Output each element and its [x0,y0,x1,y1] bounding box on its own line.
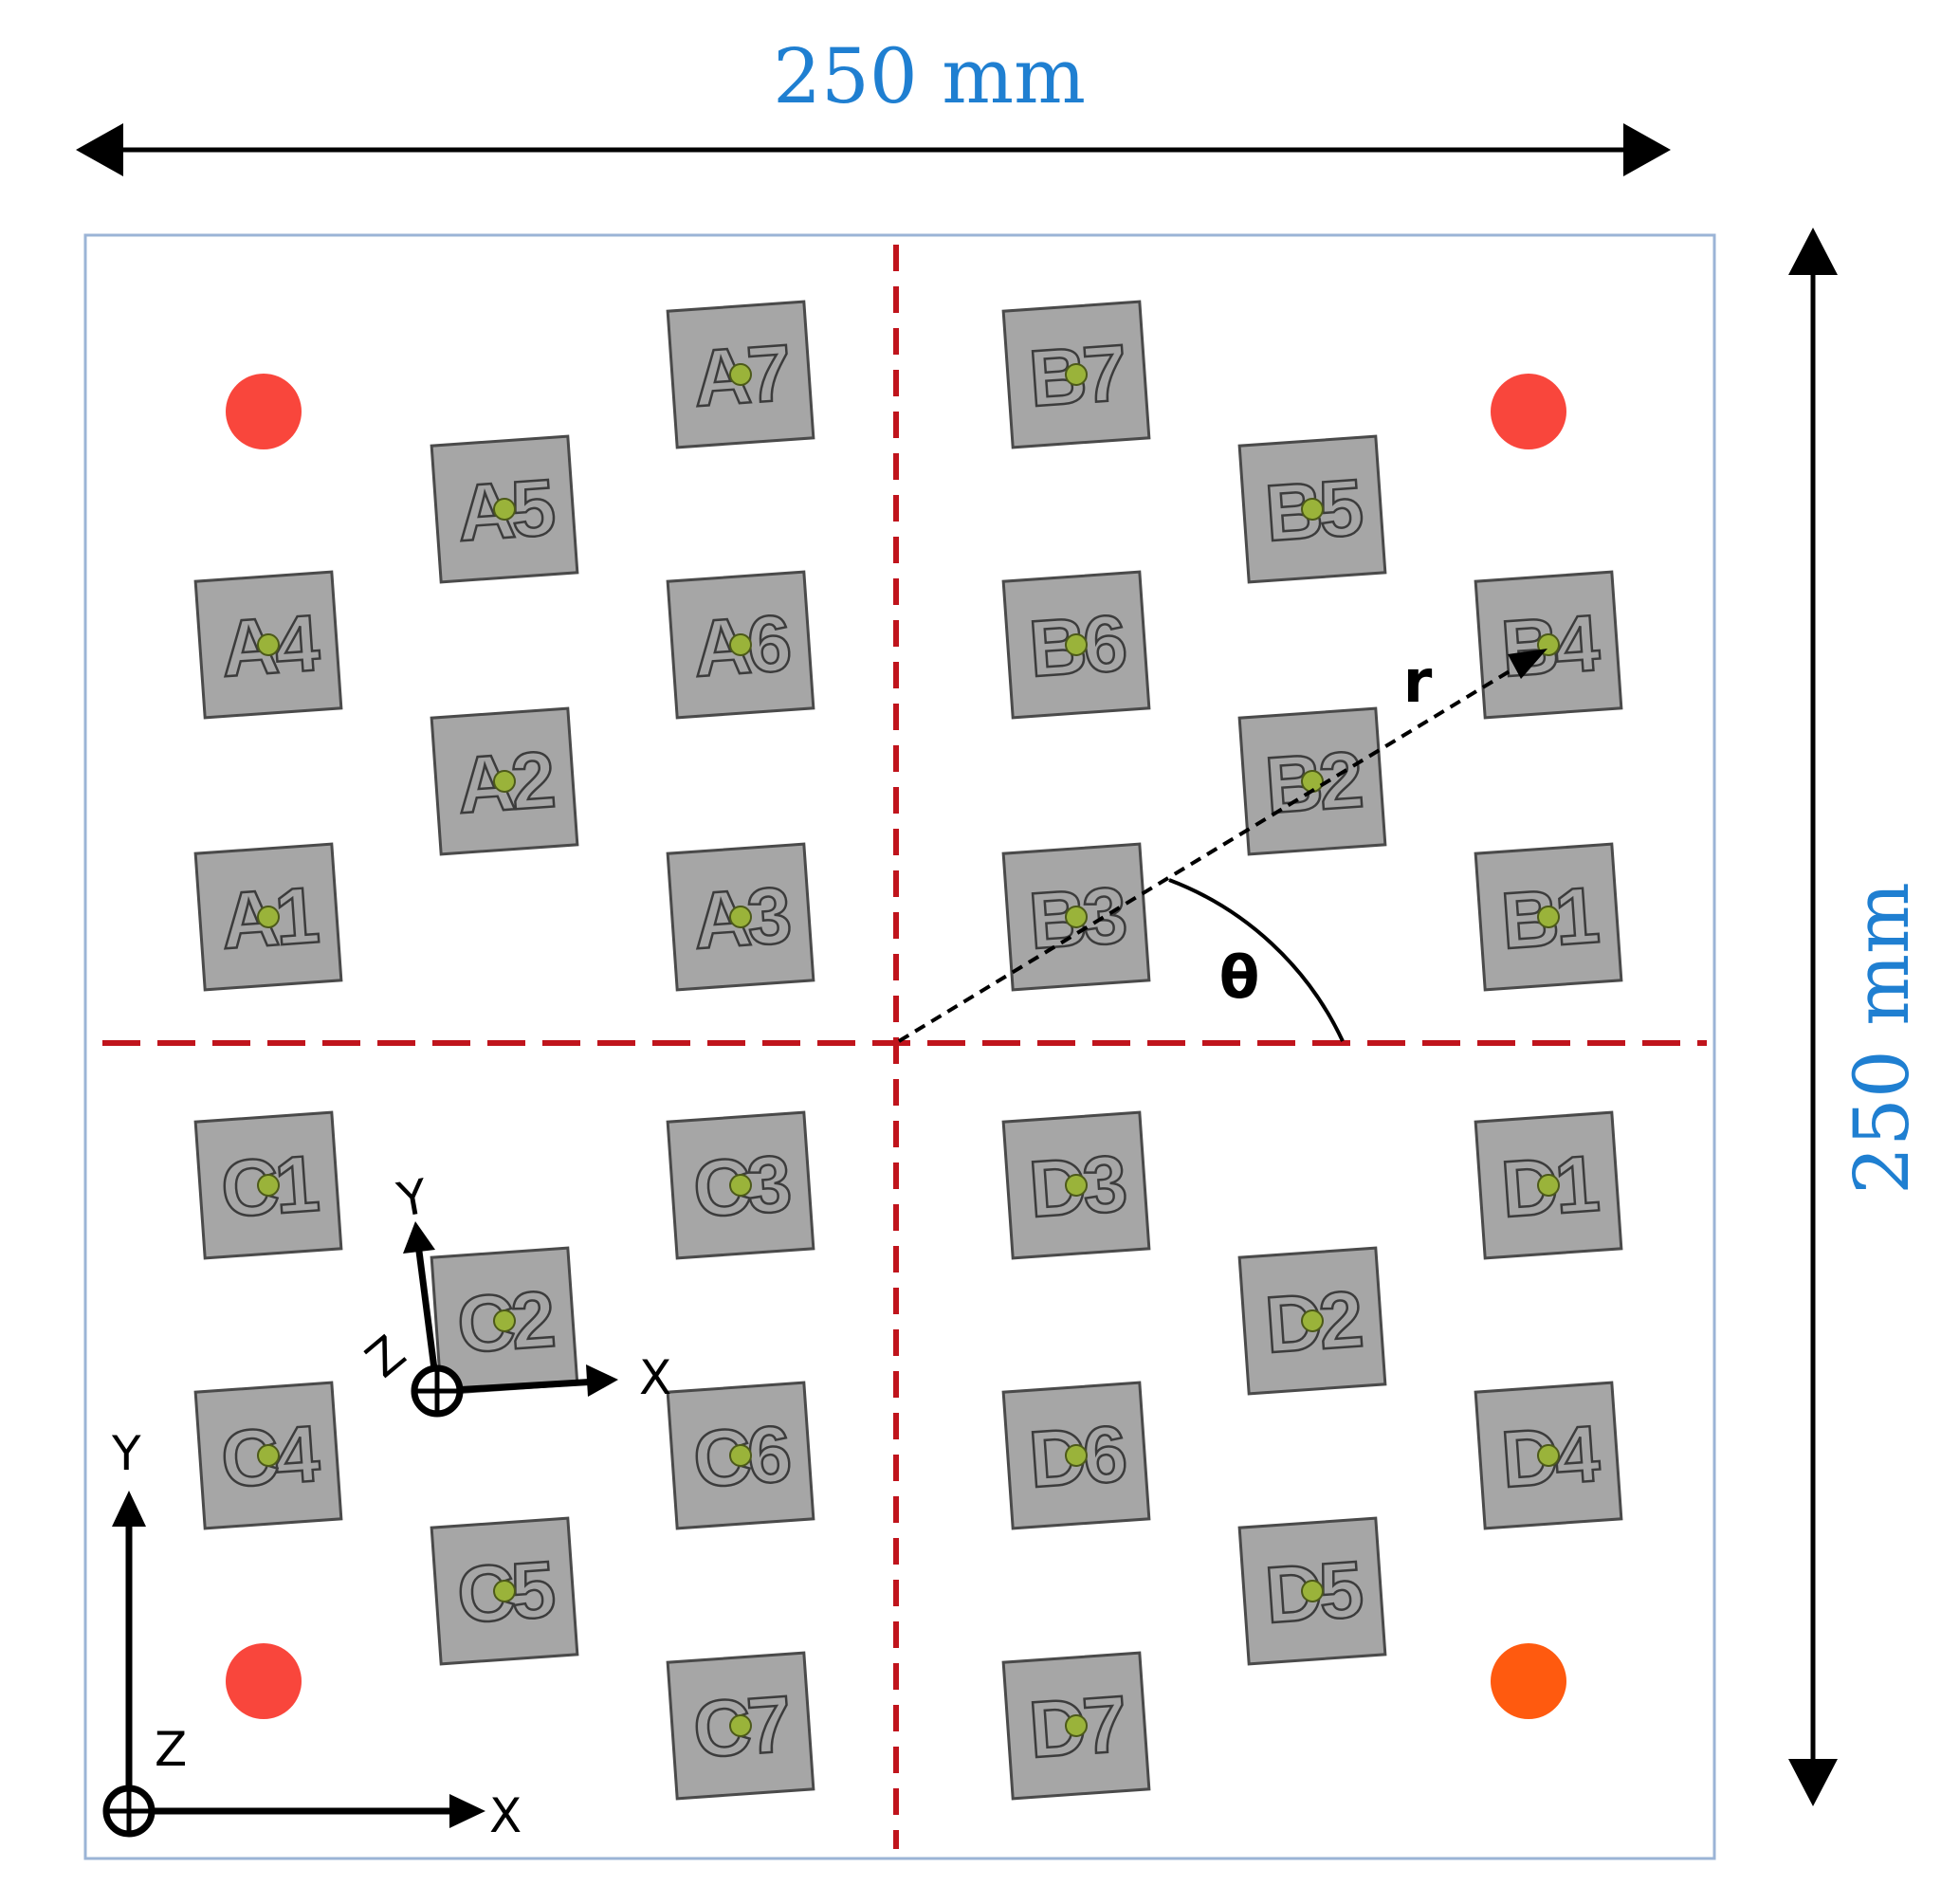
sample-center-dot [493,770,516,793]
sample-d6: D6 [1001,1381,1151,1530]
corner-marker-3 [226,1643,302,1719]
global-x-label: X [489,1788,522,1843]
local-x-arrowhead-icon [586,1364,618,1397]
sample-center-dot [1301,1580,1324,1602]
sample-c5: C5 [430,1516,579,1666]
markers-layer [226,374,1566,1719]
sample-c4: C4 [193,1381,343,1530]
sample-a4: A4 [193,570,343,720]
sample-b4: B4 [1474,570,1623,720]
sample-center-dot [729,363,752,386]
sample-center-dot [493,1580,516,1602]
height-dimension: 250 mm [1788,228,1926,1806]
sample-center-dot [257,906,280,928]
local-x-label: X [639,1350,671,1405]
radius-arrowhead-icon [1508,649,1547,679]
polar-annotation: r θ [897,647,1547,1043]
sample-center-dot [729,1174,752,1197]
sample-d4: D4 [1474,1381,1623,1530]
sample-a2: A2 [430,706,579,856]
build-plate [83,233,1716,1860]
sample-center-dot [1065,363,1088,386]
sample-c6: C6 [666,1381,815,1530]
sample-a7: A7 [666,300,815,449]
global-y-arrowhead-icon [112,1491,146,1527]
sample-c2: C2 [430,1246,579,1396]
bottom-arrowhead-icon [1788,1759,1838,1806]
sample-d2: D2 [1237,1246,1387,1396]
angle-arc [1168,878,1345,1042]
sample-d1: D1 [1474,1110,1623,1260]
width-label: 250 mm [773,32,1086,120]
sample-b6: B6 [1001,570,1151,720]
sample-c1: C1 [193,1110,343,1260]
sample-center-dot [729,1444,752,1467]
sample-a6: A6 [666,570,815,720]
global-coordinate-system: Y X Z [102,1426,522,1843]
sample-center-dot [1301,1309,1324,1332]
sample-b3: B3 [1001,842,1151,992]
sample-center-dot [1065,1444,1088,1467]
sample-d3: D3 [1001,1110,1151,1260]
sample-center-dot [1065,633,1088,656]
corner-marker-2 [1491,374,1566,449]
sample-center-dot [1301,498,1324,521]
width-dimension: 250 mm [76,32,1671,176]
sample-center-dot [729,633,752,656]
sample-b5: B5 [1237,434,1387,584]
sample-center-dot [1065,1174,1088,1197]
corner-marker-1 [226,374,302,449]
sample-center-dot [257,1174,280,1197]
sample-b7: B7 [1001,300,1151,449]
sample-a1: A1 [193,842,343,992]
left-arrowhead-icon [76,123,123,176]
sample-center-dot [1537,906,1560,928]
right-arrowhead-icon [1623,123,1671,176]
sample-c7: C7 [666,1651,815,1801]
sample-c3: C3 [666,1110,815,1260]
angle-symbol: θ [1219,943,1260,1012]
sample-center-dot [1065,1714,1088,1737]
sample-a3: A3 [666,842,815,992]
sample-center-dot [493,498,516,521]
radius-line [897,662,1524,1043]
global-z-label: Z [155,1722,187,1777]
sample-center-dot [493,1309,516,1332]
sample-center-dot [257,1444,280,1467]
sample-d5: D5 [1237,1516,1387,1666]
sample-center-dot [1537,1444,1560,1467]
sample-center-dot [257,633,280,656]
sample-center-dot [1537,1174,1560,1197]
global-y-label: Y [111,1426,141,1481]
sample-a5: A5 [430,434,579,584]
top-arrowhead-icon [1788,228,1838,275]
radius-symbol: r [1403,647,1433,716]
local-y-arrowhead-icon [403,1221,435,1254]
samples-layer: A1 A2A3 A4 A5A6 A7B1 B2B3 B4 B5B6 B7C1C2 C3C4C5 C6… [193,300,1623,1801]
sample-center-dot [1065,906,1088,928]
sample-d7: D7 [1001,1651,1151,1801]
sample-b2: B2 [1237,706,1387,856]
sample-center-dot [729,906,752,928]
height-label: 250 mm [1838,882,1926,1195]
sample-center-dot [729,1714,752,1737]
global-x-arrowhead-icon [449,1794,485,1828]
sample-b1: B1 [1474,842,1623,992]
corner-marker-4 [1491,1643,1566,1719]
